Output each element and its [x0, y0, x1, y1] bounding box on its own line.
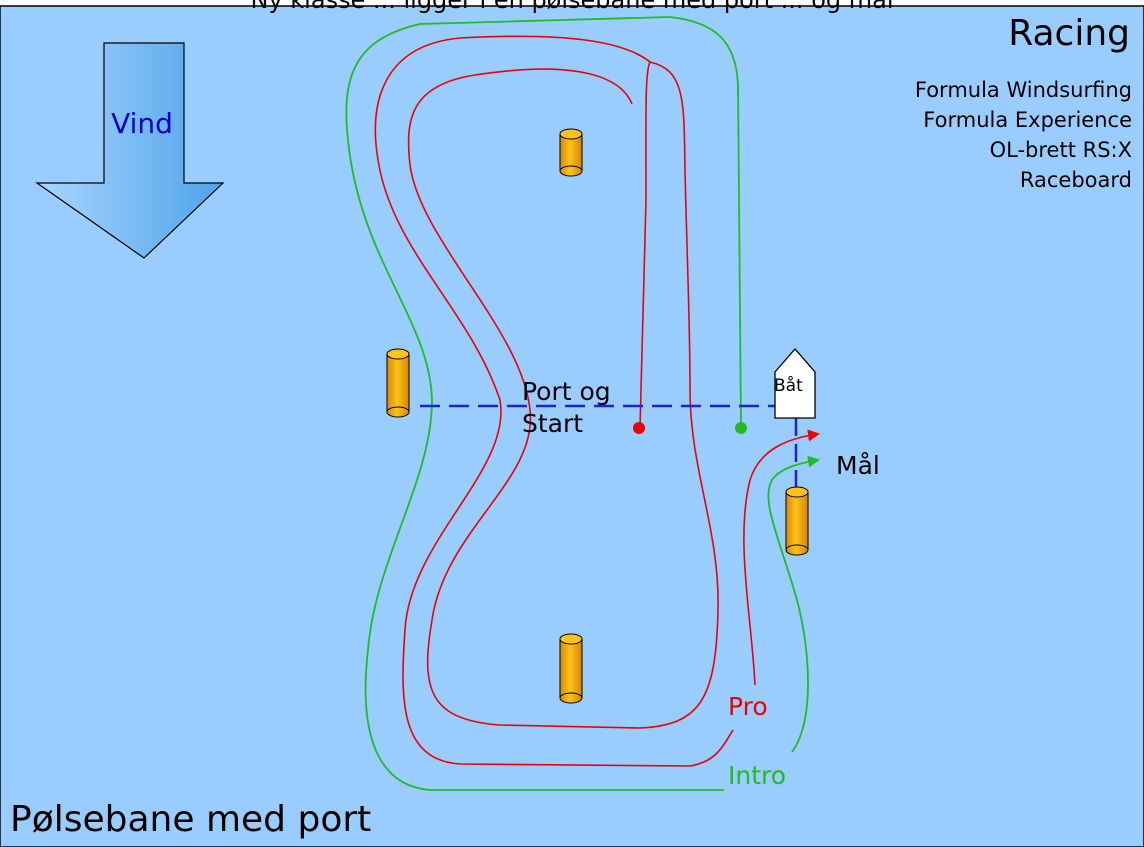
gate-label-line1: Port og — [522, 377, 611, 406]
pro-route-label: Pro — [728, 692, 768, 721]
intro-finish-line — [767, 455, 820, 753]
class-list-item: Raceboard — [1019, 168, 1132, 192]
finish-label: Mål — [836, 451, 880, 480]
class-list-item: Formula Experience — [923, 108, 1132, 132]
pro-route-inner — [407, 61, 719, 729]
gate-start-label: Port og Start — [522, 376, 611, 440]
cut-off-header-caption: Ny klasse ... ligger i en pølsebane med … — [250, 0, 894, 14]
committee-boat-icon — [774, 348, 816, 419]
gate-label-line2: Start — [522, 409, 584, 438]
class-list-item: OL-brett RS:X — [989, 138, 1132, 162]
pro-start-dot — [633, 422, 645, 434]
wind-arrow-icon — [35, 42, 225, 259]
buoy-icon — [559, 633, 583, 704]
intro-route-line — [345, 16, 742, 791]
course-name-title: Pølsebane med port — [10, 799, 372, 840]
wind-label: Vind — [111, 107, 173, 140]
buoy-icon — [559, 128, 583, 177]
pro-route-outer — [374, 35, 734, 767]
class-list-item: Formula Windsurfing — [914, 78, 1132, 102]
intro-route-label: Intro — [728, 761, 787, 790]
boat-label: Båt — [774, 376, 803, 396]
buoy-icon — [386, 348, 410, 418]
class-list: Formula Windsurfing Formula Experience O… — [915, 75, 1132, 195]
buoy-icon — [785, 486, 809, 556]
intro-start-dot — [735, 422, 747, 434]
page-title: Racing — [1008, 13, 1130, 54]
pro-finish-line — [743, 429, 820, 686]
